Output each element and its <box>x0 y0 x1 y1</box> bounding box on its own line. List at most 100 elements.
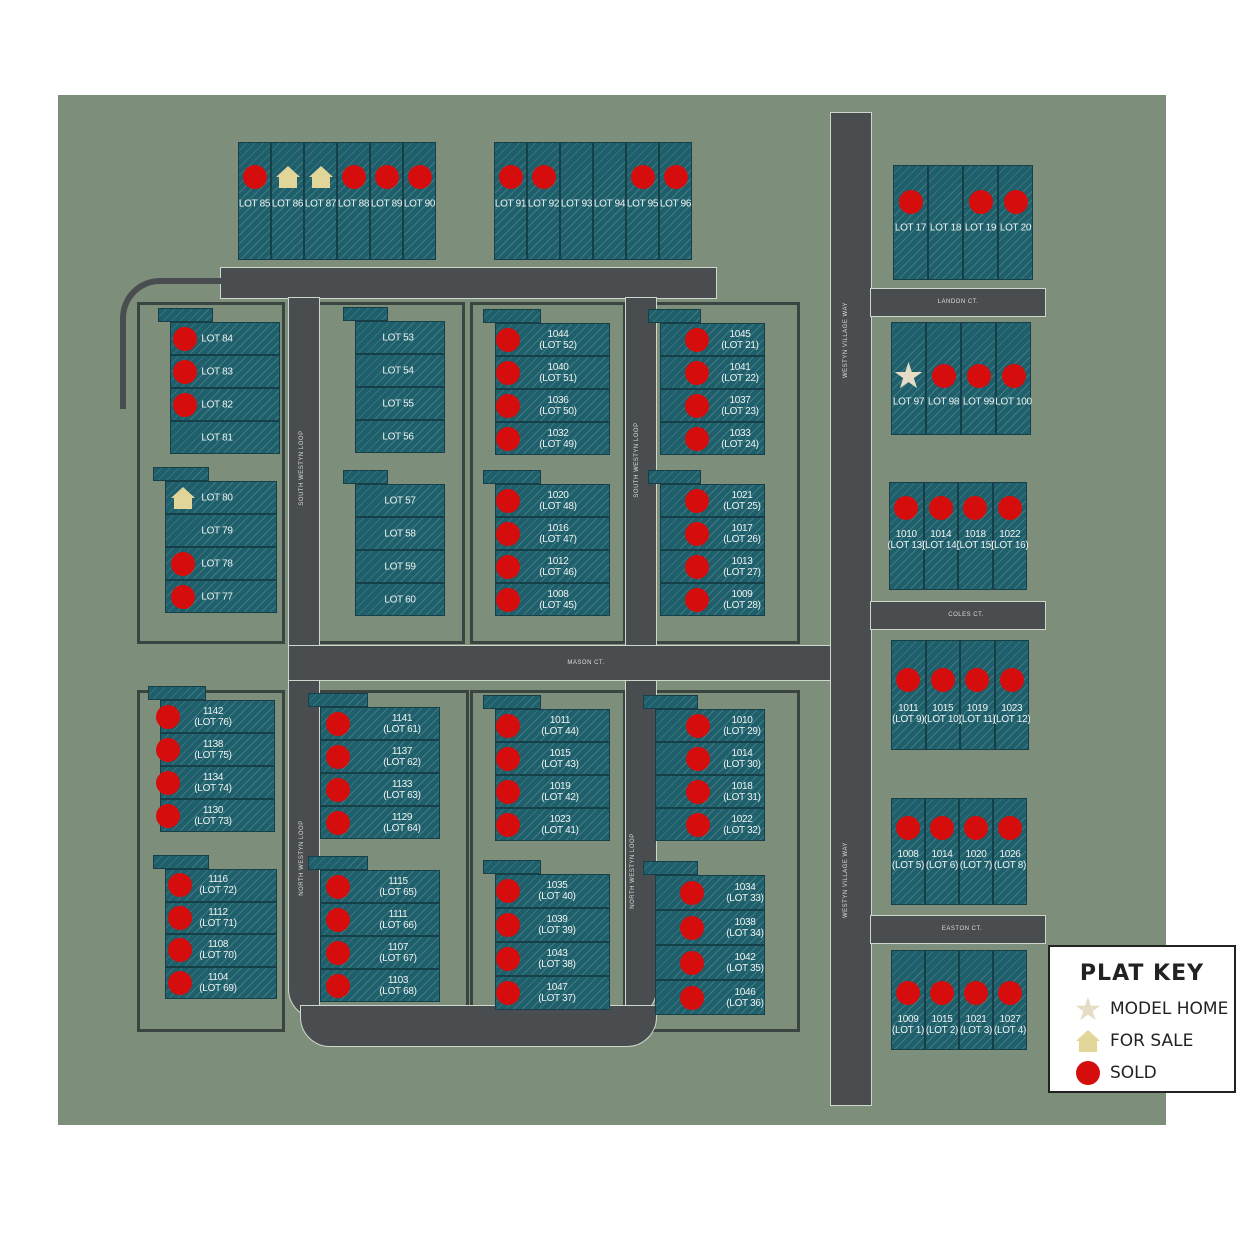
sold-dot-icon <box>930 981 954 1005</box>
lot-parcel[interactable] <box>355 583 445 616</box>
lot-parcel[interactable] <box>660 323 765 356</box>
sold-dot-icon <box>496 812 520 837</box>
lot-label: LOT 57 <box>384 495 416 506</box>
sold-dot-icon <box>173 326 197 351</box>
lot-parcel[interactable] <box>403 142 436 260</box>
lot-parcel[interactable] <box>655 910 765 945</box>
lot-label: 1038(LOT 34) <box>726 917 764 939</box>
lot-parcel[interactable] <box>655 875 765 910</box>
lot-label: 1037(LOT 23) <box>721 395 759 417</box>
lot-label: LOT 88 <box>337 198 370 210</box>
sold-dot-icon <box>680 950 704 975</box>
lot-address: 1116 <box>208 874 228 886</box>
lot-label: 1036(LOT 50) <box>539 395 577 417</box>
lot-parcel[interactable] <box>994 640 1029 750</box>
sold-dot-icon <box>685 426 709 451</box>
lot-parcel[interactable] <box>337 142 370 260</box>
lot-number: (LOT 30) <box>723 758 761 770</box>
lot-parcel[interactable] <box>355 354 445 387</box>
lot-parcel[interactable] <box>660 356 765 389</box>
lot-parcel[interactable] <box>626 142 659 260</box>
sold-dot-icon <box>156 770 180 795</box>
lot-address: 1022 <box>731 813 753 825</box>
lot-parcel[interactable] <box>655 775 765 808</box>
lot-parcel[interactable] <box>993 798 1027 905</box>
lot-parcel[interactable] <box>925 798 959 905</box>
lot-parcel[interactable] <box>355 387 445 420</box>
lot-parcel[interactable] <box>370 142 403 260</box>
lot-address: 1142 <box>202 705 224 717</box>
lot-address: 1010 <box>895 529 917 540</box>
lot-label: 1020(LOT 48) <box>539 490 577 512</box>
lot-parcel[interactable] <box>170 421 280 454</box>
sold-dot-icon <box>496 981 520 1005</box>
lot-parcel[interactable] <box>891 322 926 435</box>
sold-dot-icon <box>898 190 923 214</box>
lot-parcel[interactable] <box>527 142 560 260</box>
building-footprint <box>153 855 209 869</box>
lot-parcel[interactable] <box>660 550 765 583</box>
lot-address: 1044 <box>547 328 569 340</box>
lot-parcel[interactable] <box>494 142 527 260</box>
lot-parcel[interactable] <box>238 142 271 260</box>
lot-label: 1134(LOT 74) <box>194 772 232 794</box>
lot-parcel[interactable] <box>560 142 593 260</box>
lot-parcel[interactable] <box>660 422 765 455</box>
lot-parcel[interactable] <box>891 798 925 905</box>
lot-number: LOT 80 <box>201 492 233 503</box>
lot-parcel[interactable] <box>928 165 963 280</box>
lot-parcel[interactable] <box>963 165 998 280</box>
lot-label: LOT 96 <box>660 199 692 210</box>
lot-parcel[interactable] <box>959 798 993 905</box>
lot-number: (LOT 71) <box>199 917 237 929</box>
lot-number: LOT 20 <box>999 222 1032 234</box>
lot-number: (LOT 44) <box>541 725 579 737</box>
lot-number: (LOT 3) <box>959 1025 993 1036</box>
lot-number: (LOT 68) <box>379 985 417 997</box>
lot-label: 1047(LOT 37) <box>538 982 576 1004</box>
lot-number: (LOT 31) <box>723 791 761 803</box>
lot-parcel[interactable] <box>655 945 765 980</box>
lot-address: 1027 <box>999 1014 1021 1025</box>
lot-parcel[interactable] <box>495 908 610 942</box>
lot-parcel[interactable] <box>925 640 960 750</box>
lot-address: 1014 <box>931 849 953 860</box>
lot-parcel[interactable] <box>660 389 765 422</box>
lot-parcel[interactable] <box>593 142 626 260</box>
lot-parcel[interactable] <box>655 808 765 841</box>
lot-parcel[interactable] <box>659 142 692 260</box>
lot-address: 1042 <box>734 951 756 963</box>
sold-dot-icon <box>496 746 520 771</box>
lot-number: LOT 84 <box>201 333 233 344</box>
lot-parcel[interactable] <box>655 709 765 742</box>
lot-parcel[interactable] <box>660 484 765 517</box>
sold-dot-icon <box>685 587 709 612</box>
lot-parcel[interactable] <box>960 640 995 750</box>
lot-label: 1039(LOT 39) <box>538 914 576 936</box>
lot-parcel[interactable] <box>660 517 765 550</box>
lot-number: LOT 89 <box>370 198 403 210</box>
lot-parcel[interactable] <box>271 142 304 260</box>
lot-number: (LOT 24) <box>721 438 759 450</box>
lot-parcel[interactable] <box>355 550 445 583</box>
lot-parcel[interactable] <box>655 980 765 1015</box>
lot-parcel[interactable] <box>655 742 765 775</box>
lot-parcel[interactable] <box>304 142 337 260</box>
lot-parcel[interactable] <box>355 484 445 517</box>
lot-label: 1010(LOT 29) <box>723 715 761 737</box>
lot-parcel[interactable] <box>355 321 445 354</box>
lot-address: 1040 <box>547 361 569 373</box>
lot-address: 1016 <box>547 522 569 534</box>
lot-parcel[interactable] <box>891 640 926 750</box>
lot-parcel[interactable] <box>660 583 765 616</box>
sold-dot-icon <box>998 981 1022 1005</box>
sold-dot-icon <box>341 165 366 189</box>
lot-parcel[interactable] <box>998 165 1033 280</box>
lot-parcel[interactable] <box>355 517 445 550</box>
road-curve <box>120 278 226 409</box>
lot-parcel[interactable] <box>165 514 277 547</box>
lot-parcel[interactable] <box>893 165 928 280</box>
lot-number: (LOT 65) <box>379 886 417 898</box>
lot-number: LOT 88 <box>337 198 370 210</box>
lot-parcel[interactable] <box>355 420 445 453</box>
